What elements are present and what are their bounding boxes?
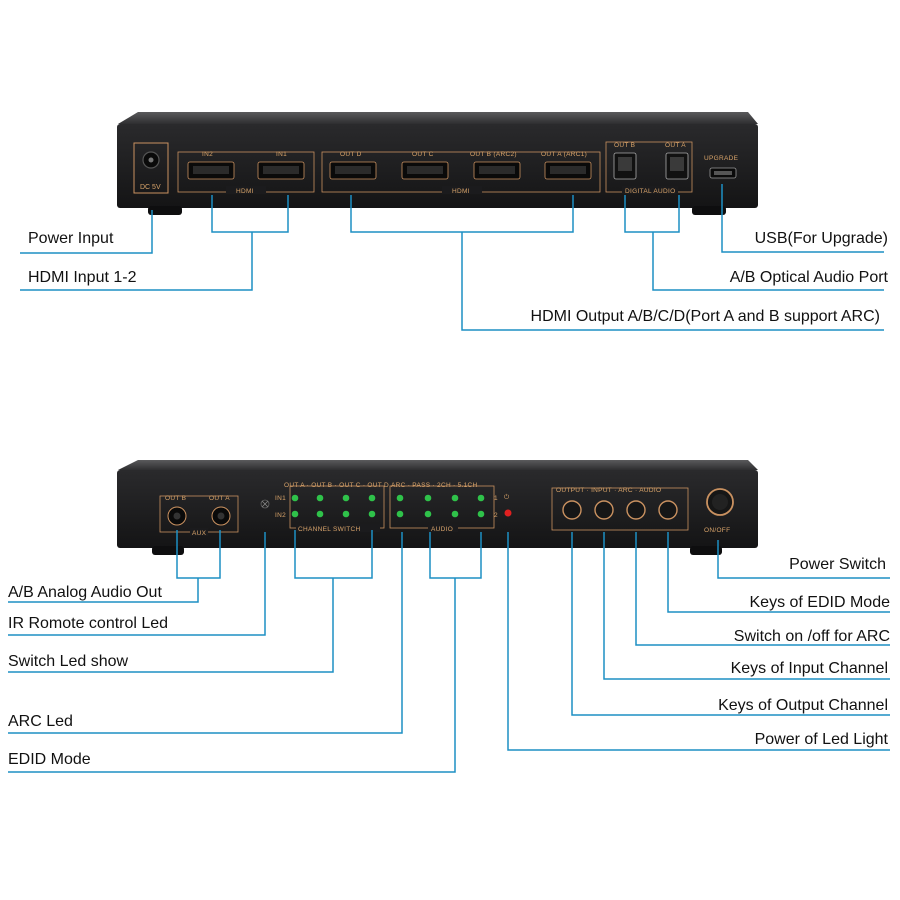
top-leader-lines bbox=[20, 184, 884, 331]
callout-ab-analog: A/B Analog Audio Out bbox=[8, 584, 162, 601]
aux-group: OUT B OUT A AUX bbox=[159, 495, 239, 537]
out-c-label: OUT C bbox=[412, 151, 434, 158]
svg-text:⏻: ⏻ bbox=[504, 494, 509, 501]
aux-label: AUX bbox=[192, 530, 207, 537]
in2-row-label: IN2 bbox=[275, 512, 286, 519]
hdmi-output-group: OUT D OUT C OUT B (ARC2) OUT A (ARC1) HD… bbox=[321, 151, 601, 195]
upgrade-label: UPGRADE bbox=[704, 155, 739, 162]
usb-port: UPGRADE bbox=[704, 155, 739, 179]
callout-ir-led: IR Romote control Led bbox=[8, 615, 169, 632]
opt-out-b-label: OUT B bbox=[614, 142, 635, 149]
keys-header-label: OUTPUT · INPUT · ARC · AUDIO bbox=[556, 487, 661, 494]
arc-key[interactable] bbox=[626, 500, 646, 520]
callout-edid-mode: EDID Mode bbox=[8, 751, 91, 768]
callout-power-input: Power Input bbox=[28, 230, 114, 247]
aux-out-a-label: OUT A bbox=[209, 495, 230, 502]
callout-arc-led: ARC Led bbox=[8, 713, 73, 730]
channel-leds bbox=[291, 494, 376, 518]
top-device: DC 5V IN2 IN1 HDMI OUT D OUT C OUT B (AR… bbox=[117, 112, 758, 215]
callout-optical: A/B Optical Audio Port bbox=[729, 269, 888, 286]
bottom-device: OUT B OUT A AUX OUT A · OUT B · OUT C · … bbox=[117, 460, 758, 555]
bottom-leader-lines bbox=[8, 530, 890, 773]
out-d-label: OUT D bbox=[340, 151, 362, 158]
callout-switch-arc: Switch on /off for ARC bbox=[733, 628, 890, 645]
callout-power-led: Power of Led Light bbox=[754, 731, 888, 748]
out-header-label: OUT A · OUT B · OUT C · OUT D bbox=[284, 482, 389, 489]
on-off-label: ON/OFF bbox=[704, 527, 730, 534]
audio-group: ARC · PASS · 2CH · 5.1CH 1 2 AUDIO bbox=[389, 482, 498, 533]
row1-label: 1 bbox=[494, 495, 498, 502]
callout-switch-led: Switch Led show bbox=[8, 653, 129, 670]
channel-switch-group: OUT A · OUT B · OUT C · OUT D IN1 IN2 CH… bbox=[275, 482, 389, 533]
opt-out-a-label: OUT A bbox=[665, 142, 686, 149]
callout-keys-output: Keys of Output Channel bbox=[718, 697, 888, 714]
row2-label: 2 bbox=[494, 512, 498, 519]
hdmi-in-label: HDMI bbox=[236, 188, 254, 195]
dc-label: DC 5V bbox=[140, 184, 161, 191]
in1-label: IN1 bbox=[276, 151, 287, 158]
callout-keys-edid: Keys of EDID Mode bbox=[749, 594, 891, 611]
audio-key[interactable] bbox=[658, 500, 678, 520]
audio-leds bbox=[396, 494, 485, 518]
channel-switch-label: CHANNEL SWITCH bbox=[298, 526, 360, 533]
keys-group: OUTPUT · INPUT · ARC · AUDIO bbox=[551, 487, 689, 531]
dc-power-jack: DC 5V bbox=[133, 142, 169, 194]
power-switch[interactable]: ON/OFF bbox=[704, 488, 734, 534]
callout-hdmi-input: HDMI Input 1-2 bbox=[28, 269, 137, 286]
hdmi-input-group: IN2 IN1 HDMI bbox=[177, 151, 315, 195]
power-led: ⏻ bbox=[504, 494, 512, 517]
ir-sensor bbox=[260, 499, 270, 509]
digital-audio-label: DIGITAL AUDIO bbox=[625, 188, 676, 195]
hdmi-out-label: HDMI bbox=[452, 188, 470, 195]
audio-label: AUDIO bbox=[431, 526, 453, 533]
callout-keys-input: Keys of Input Channel bbox=[730, 660, 888, 677]
out-a-label: OUT A (ARC1) bbox=[541, 151, 587, 158]
audio-header-label: ARC · PASS · 2CH · 5.1CH bbox=[391, 482, 478, 489]
in2-label: IN2 bbox=[202, 151, 213, 158]
input-key[interactable] bbox=[594, 500, 614, 520]
callout-hdmi-output: HDMI Output A/B/C/D(Port A and B support… bbox=[530, 308, 880, 325]
aux-out-b-label: OUT B bbox=[165, 495, 186, 502]
callout-usb: USB(For Upgrade) bbox=[754, 230, 888, 247]
output-key[interactable] bbox=[562, 500, 582, 520]
in1-row-label: IN1 bbox=[275, 495, 286, 502]
optical-group: OUT B OUT A DIGITAL AUDIO bbox=[605, 141, 693, 195]
callout-power-switch: Power Switch bbox=[789, 556, 886, 573]
out-b-label: OUT B (ARC2) bbox=[470, 151, 517, 158]
